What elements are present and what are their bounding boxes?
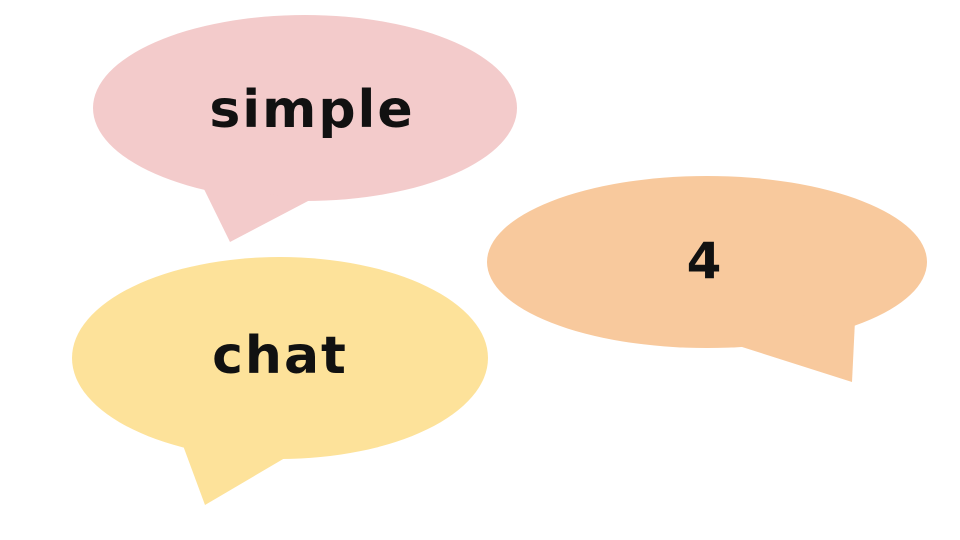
speech-bubble-yellow (72, 257, 488, 505)
bubble-label-four: 4 (686, 232, 724, 290)
speech-bubble-pink (93, 15, 517, 242)
bubble-body-orange (487, 176, 927, 348)
bubble-label-chat: chat (212, 326, 348, 386)
bubble-tail-pink (202, 185, 310, 242)
bubble-label-simple: simple (209, 80, 415, 140)
bubble-tail-yellow (178, 432, 290, 505)
bubble-tail-orange (720, 300, 856, 382)
speech-bubble-orange (487, 176, 927, 382)
bubble-body-yellow (72, 257, 488, 459)
bubble-body-pink (93, 15, 517, 201)
